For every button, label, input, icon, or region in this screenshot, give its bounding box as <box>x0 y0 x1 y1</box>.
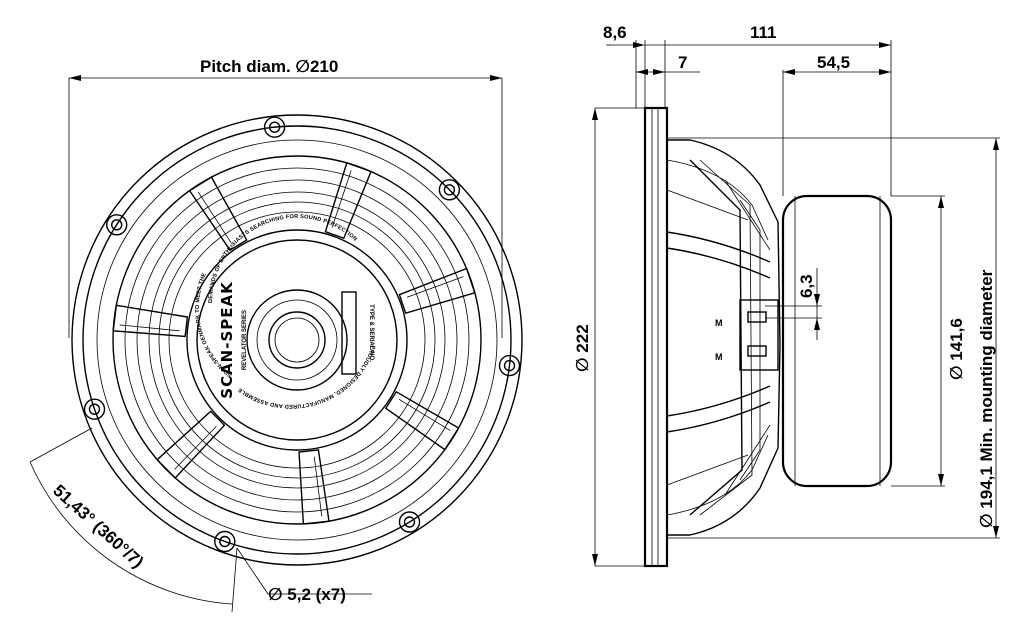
frame-spoke <box>156 410 226 480</box>
frame-spoke-edge <box>197 191 232 243</box>
brand-logo: SCAN-SPEAK <box>218 281 236 399</box>
dim-magnet-depth: 54,5 <box>817 53 850 72</box>
mounting-hole-boss <box>498 354 521 377</box>
pitch-diameter-label: Pitch diam. ∅210 <box>200 57 338 76</box>
magnet <box>781 194 893 488</box>
frame-spoke <box>188 176 248 252</box>
cone-ring <box>158 201 436 479</box>
frame-spoke <box>324 161 372 240</box>
terminal-mark-bottom: M <box>715 352 723 362</box>
dim-6-3: 6,3 <box>797 274 816 298</box>
terminal-bottom <box>747 345 767 357</box>
basket-outline <box>667 139 781 536</box>
dim-overall-depth: 111 <box>750 23 777 42</box>
dim-outer-diameter: ∅ 222 <box>573 324 592 372</box>
frame-spoke <box>384 390 460 451</box>
frame-ring <box>96 139 498 541</box>
pole-outer <box>246 289 348 391</box>
mounting-hole <box>403 516 416 528</box>
mounting-hole-boss <box>438 179 461 201</box>
frame-spoke-edge <box>331 170 352 228</box>
pole-vent <box>274 317 320 363</box>
frame-outer-rim <box>71 114 523 566</box>
frame-spokes <box>112 161 476 525</box>
mounting-hole-boss <box>263 116 286 138</box>
label-outer <box>186 229 408 451</box>
mounting-hole <box>443 184 456 196</box>
frame-ring-2 <box>112 155 482 525</box>
surround-ring <box>148 191 446 489</box>
mounting-hole <box>88 403 101 415</box>
surround-outer <box>136 179 458 501</box>
terminal-top <box>747 311 767 323</box>
mounting-hole <box>219 535 231 548</box>
dim-flange-thickness: 8,6 <box>603 23 627 42</box>
mounting-hole <box>268 121 281 133</box>
mounting-hole-boss <box>105 214 128 236</box>
hole-diameter-label: ∅ 5,2 (x7) <box>268 585 346 604</box>
mounting-hole-boss <box>214 530 236 553</box>
flange <box>643 106 669 568</box>
mounting-hole-boss <box>398 511 421 533</box>
pole-mid <box>256 299 338 381</box>
series-label: REVELATOR SERIES <box>242 310 248 370</box>
mounting-hole-boss <box>83 398 106 420</box>
label-ring <box>196 239 398 441</box>
mounting-holes <box>83 116 521 553</box>
serial-label: TYPE & SERIAL NO. <box>368 304 374 362</box>
frame-spoke-edge <box>406 276 464 298</box>
terminal-block <box>739 299 779 371</box>
frame-spoke-edge <box>174 425 217 470</box>
front-view: DEMANDS OF ENTHUSIASTS SEARCHING FOR SOU… <box>0 0 523 613</box>
cone-ring-2 <box>168 211 426 469</box>
dim-7: 7 <box>678 53 687 72</box>
mounting-hole <box>110 219 123 231</box>
mounting-hole <box>503 359 516 372</box>
dim-mounting-diameter: ∅ 194,1 Min. mounting diameter <box>977 269 996 528</box>
frame-rim-inner <box>82 125 512 555</box>
frame-spoke <box>398 267 476 315</box>
frame-spoke-edge <box>313 456 323 517</box>
frame-spoke-edge <box>398 398 451 431</box>
side-view: M M 8,6 111 7 54,5 <box>573 23 1000 568</box>
serial-box <box>341 291 357 375</box>
dim-magnet-diameter: ∅ 141,6 <box>947 318 966 380</box>
terminal-mark-top: M <box>715 318 723 328</box>
frame-spoke <box>112 304 189 338</box>
frame-ring-3 <box>124 167 470 513</box>
frame-spoke <box>298 449 330 525</box>
pole-inner <box>268 311 326 369</box>
frame-spoke-edge <box>119 324 180 332</box>
